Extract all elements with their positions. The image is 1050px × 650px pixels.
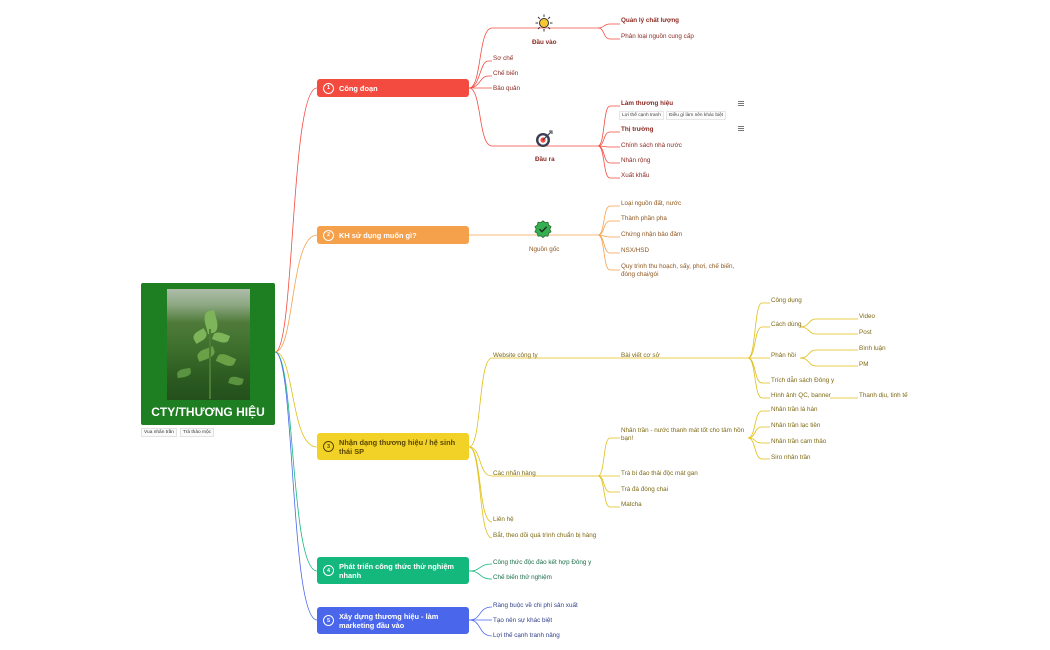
branch-kh-su-dung[interactable]: 2 KH sử dụng muốn gì? — [317, 226, 469, 244]
root-tag[interactable]: Vua nhân trần — [141, 428, 177, 437]
root-tags: Vua nhân trần Trà thảo mộc — [141, 428, 215, 437]
node-loai-nguon[interactable]: Loại nguồn đất, nước — [621, 200, 682, 207]
node-nhan-tran-la-han[interactable]: Nhân trần lá hán — [771, 406, 818, 413]
node-lam-thuong-hieu[interactable]: Làm thương hiệu — [621, 100, 674, 107]
node-bao-quan[interactable]: Bảo quản — [493, 85, 520, 92]
branch-number: 2 — [323, 229, 334, 241]
node-che-bien[interactable]: Chế biến — [493, 70, 519, 77]
root-tag[interactable]: Trà thảo mộc — [179, 428, 215, 437]
branch-label: Xây dựng thương hiệu - làm marketing đầu… — [339, 611, 439, 630]
node-lien-he[interactable]: Liên hệ — [493, 516, 514, 523]
node-bat-theo-doi[interactable]: Bắt, theo dõi quá trình chuẩn bị hàng — [493, 532, 597, 539]
node-phan-loai[interactable]: Phân loại nguồn cung cấp — [621, 33, 694, 40]
node-tao-nen-su-khac-biet[interactable]: Tạo nên sự khác biệt — [493, 617, 553, 624]
node-trich-dan[interactable]: Trích dẫn sách Đông y — [771, 377, 835, 384]
node-rang-buoc[interactable]: Ràng buộc về chi phí sản xuất — [493, 602, 578, 609]
node-quy-trinh[interactable]: Quy trình thu hoạch, sấy, phơi, chế biến… — [621, 263, 735, 278]
sun-icon — [535, 14, 553, 32]
root-title: CTY/THƯƠNG HIỆU — [151, 405, 265, 419]
root-node[interactable]: CTY/THƯƠNG HIỆU — [141, 283, 275, 425]
branch-label: Nhận dạng thương hiệu / hệ sinh thái SP — [339, 437, 456, 456]
node-nhan-tran-lac-tien[interactable]: Nhân trần lạc tiên — [771, 422, 821, 429]
node-pm[interactable]: PM — [859, 361, 869, 368]
branch-number: 3 — [323, 441, 334, 452]
node-thanh-phan[interactable]: Thành phần pha — [621, 215, 667, 222]
node-cac-nhan-hang[interactable]: Các nhãn hàng — [493, 470, 536, 477]
node-cong-dung[interactable]: Công dụng — [771, 297, 802, 304]
branch-label: Phát triển công thức thử nghiệm nhanh — [339, 561, 454, 580]
node-hinh-anh[interactable]: Hình ảnh QC, banner — [771, 392, 831, 399]
branch-label: Công đoạn — [339, 83, 378, 93]
node-cach-dung[interactable]: Cách dùng — [771, 321, 802, 328]
node-nguon-goc[interactable]: Nguồn gốc — [529, 246, 560, 253]
node-tra-da[interactable]: Trà đá đóng chai — [621, 486, 669, 493]
node-cong-thuc-doc-dao[interactable]: Công thức độc đáo kết hợp Đông y — [493, 559, 592, 566]
node-so-che[interactable]: Sơ chế — [493, 55, 514, 62]
target-icon — [536, 130, 553, 147]
node-matcha[interactable]: Matcha — [621, 501, 642, 508]
note-icon[interactable] — [738, 126, 744, 131]
node-thi-truong[interactable]: Thị trường — [621, 126, 654, 133]
node-quan-ly-chat-luong[interactable]: Quản lý chất lượng — [621, 17, 680, 24]
node-siro-nhan-tran[interactable]: Siro nhân trần — [771, 454, 811, 461]
node-phan-hoi[interactable]: Phản hồi — [771, 352, 796, 359]
node-post[interactable]: Post — [859, 329, 872, 336]
tag-dieu-gi-lam-nen-khac-biet[interactable]: Điều gì làm nên khác biệt — [666, 111, 727, 120]
branch-number: 5 — [323, 615, 334, 626]
node-thanh-diu[interactable]: Thanh dịu, tinh tế — [859, 392, 908, 399]
node-bai-viet[interactable]: Bài viết cơ sở — [621, 352, 660, 359]
node-nsx-hsd[interactable]: NSX/HSD — [621, 247, 649, 254]
node-video[interactable]: Video — [859, 313, 875, 320]
node-binh-luan[interactable]: Bình luận — [859, 345, 886, 352]
tea-plant-photo — [167, 289, 250, 400]
branch-label: KH sử dụng muốn gì? — [339, 230, 417, 240]
node-nhan-tran-cam-thao[interactable]: Nhân trần cam thảo — [771, 438, 827, 445]
node-loi-the-canh-tranh[interactable]: Lợi thế cạnh tranh nâng — [493, 632, 560, 639]
tag-loi-the-canh-tranh[interactable]: Lợi thế cạnh tranh — [619, 111, 664, 120]
branch-cong-doan[interactable]: 1 Công đoạn — [317, 79, 469, 97]
node-dau-ra[interactable]: Đầu ra — [535, 156, 555, 163]
node-che-bien-thu-nghiem[interactable]: Chế biến thử nghiệm — [493, 574, 552, 581]
node-tra-bi-dao[interactable]: Trà bí đao thải độc mát gan — [621, 470, 698, 477]
branch-xay-dung[interactable]: 5 Xây dựng thương hiệu - làm marketing đầ… — [317, 607, 469, 634]
branch-number: 1 — [323, 82, 334, 94]
node-nhan-rong[interactable]: Nhân rộng — [621, 157, 651, 164]
node-nhan-tran[interactable]: Nhân trần - nước thanh mát tốt cho tâm h… — [621, 427, 745, 442]
node-website[interactable]: Website công ty — [493, 352, 538, 359]
branch-number: 4 — [323, 565, 334, 576]
note-icon[interactable] — [738, 101, 744, 106]
branch-nhan-dang[interactable]: 3 Nhận dạng thương hiệu / hệ sinh thái SP — [317, 433, 469, 460]
node-chinh-sach[interactable]: Chính sách nhà nước — [621, 142, 682, 149]
badge-check-icon — [534, 220, 552, 238]
node-chung-nhan[interactable]: Chứng nhận bảo đảm — [621, 231, 683, 238]
branch-phat-trien[interactable]: 4 Phát triển công thức thử nghiệm nhanh — [317, 557, 469, 584]
node-dau-vao[interactable]: Đầu vào — [532, 39, 557, 46]
node-xuat-khau[interactable]: Xuất khẩu — [621, 172, 650, 179]
